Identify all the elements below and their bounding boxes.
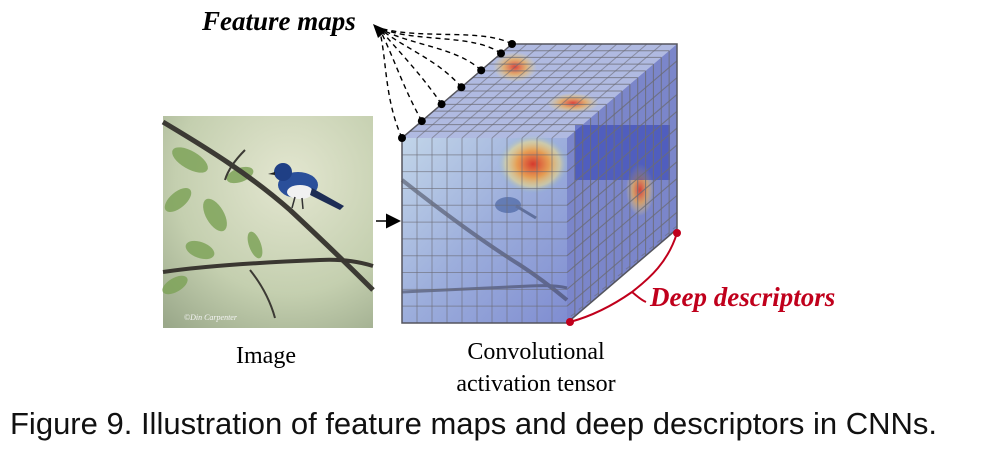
grid-line-top-depth: [506, 43, 618, 139]
grid-line-top-depth: [431, 43, 543, 139]
branch-main: [161, 119, 375, 292]
dot-marker: [497, 49, 505, 58]
slice-edge: [570, 312, 576, 317]
grid-line-top-depth: [521, 43, 633, 139]
slice-edge: [633, 259, 639, 263]
arrow-icon: [373, 24, 387, 38]
grid-line-top-depth: [476, 43, 588, 139]
dot-marker: [417, 117, 426, 126]
grid-line-right-depth: [566, 77, 678, 173]
grid-line-top-depth: [446, 43, 558, 139]
feature-map-pointer-curve: [378, 27, 423, 122]
slice-edge: [578, 306, 584, 310]
heat-spot-right: [626, 164, 654, 216]
grid-line-right-depth: [566, 161, 678, 257]
descriptor-brace: [569, 232, 678, 323]
tensor-label-line1: Convolutional: [467, 339, 605, 365]
slice-edge: [641, 252, 646, 257]
dot-marker: [398, 134, 406, 142]
grid-line-right-depth: [566, 144, 678, 240]
branch-lower: [162, 257, 374, 274]
grid-line-right-depth: [566, 110, 678, 206]
slice-edge: [617, 272, 623, 277]
deep-descriptor-marker: [566, 229, 681, 326]
dot-marker: [477, 66, 486, 75]
slice-edge: [601, 286, 607, 290]
feature-map-pointers: [373, 24, 516, 142]
tensor-grid: [402, 43, 678, 323]
slice-edge: [594, 292, 599, 297]
feature-map-pointer-curve: [378, 27, 443, 105]
activation-tensor: [400, 43, 678, 324]
slice-edge: [656, 239, 662, 243]
figure-caption: Figure 9. Illustration of feature maps a…: [10, 406, 938, 441]
grid-line-right-depth: [566, 194, 678, 290]
grid-line-top-depth: [416, 43, 528, 139]
grid-line-right-depth: [566, 127, 678, 223]
grid-line-top-depth: [551, 43, 663, 139]
dot-marker: [457, 83, 466, 92]
dot-marker: [508, 40, 516, 48]
tensor-label: Convolutional activation tensor: [446, 336, 626, 400]
feature-maps-label: Feature maps: [202, 6, 356, 36]
feature-map-pointer-curve: [378, 27, 502, 54]
leaves: [162, 147, 263, 295]
deep-descriptors-label: Deep descriptors: [650, 282, 836, 312]
heat-spot-front: [497, 134, 569, 194]
grid-line-top-depth: [491, 43, 603, 139]
slice-edge: [609, 279, 615, 284]
dot-marker: [437, 100, 446, 109]
grid-line-right-depth: [566, 211, 678, 307]
grid-line-top-depth: [461, 43, 573, 139]
slice-edge: [664, 232, 670, 237]
image-watermark: ©Din Carpenter: [184, 313, 238, 322]
tensor-label-line2: activation tensor: [456, 371, 616, 397]
feature-map-pointer-curve: [378, 27, 482, 71]
grid-line-right-depth: [566, 60, 678, 156]
feature-map-pointer-curve: [378, 27, 403, 139]
input-image: ©Din Carpenter: [161, 116, 375, 328]
slice-edge: [625, 265, 631, 270]
feature-map-pointer-curve: [378, 27, 462, 88]
grid-line-right-depth: [566, 94, 678, 189]
image-label: Image: [236, 343, 296, 369]
grid-line-right-depth: [566, 178, 678, 273]
bird-image: [268, 163, 344, 210]
feature-map-pointer-curve: [378, 27, 513, 45]
grid-line-top-depth: [536, 43, 648, 139]
slice-edge: [586, 299, 591, 304]
slice-edge: [649, 245, 654, 250]
